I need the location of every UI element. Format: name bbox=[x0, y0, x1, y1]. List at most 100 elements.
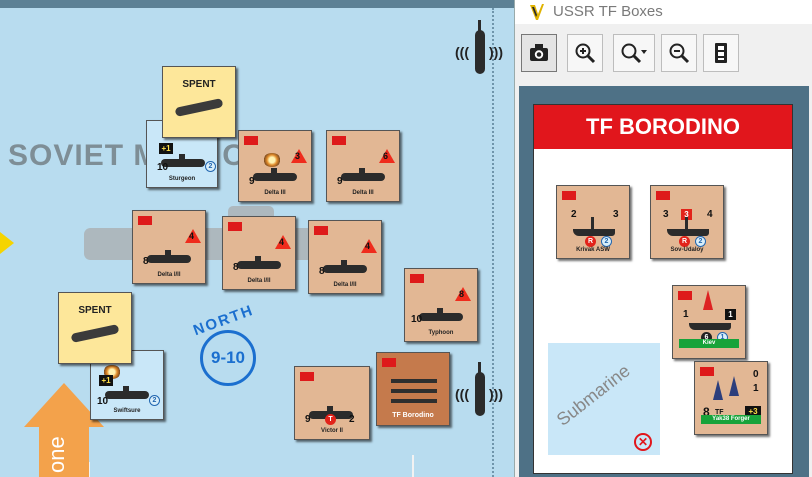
zoom-out-icon bbox=[669, 43, 690, 64]
spent-marker[interactable]: SPENT bbox=[58, 292, 132, 364]
soviet-flag-icon bbox=[138, 216, 152, 225]
submarine-zone[interactable]: Submarine ✕ bbox=[548, 343, 660, 455]
counter-victor-ii[interactable]: 9 T 2 Victor II bbox=[294, 366, 370, 440]
camera-button[interactable] bbox=[521, 34, 557, 72]
aircraft-icon bbox=[729, 376, 739, 396]
strike-triangle: 3 bbox=[291, 149, 307, 163]
air-defense-value: 1 bbox=[753, 383, 759, 394]
strike-value: 4 bbox=[279, 237, 285, 247]
counter-sov-udaloy[interactable]: 3 3 4 R 2 Sov-Udaloy bbox=[650, 185, 724, 259]
counter-tf-borodino[interactable]: TF Borodino bbox=[376, 352, 450, 426]
soviet-flag-icon bbox=[410, 274, 424, 283]
counter-name: Delta I/II bbox=[157, 272, 181, 278]
window-title: USSR TF Boxes bbox=[553, 3, 663, 20]
tf-box-panel[interactable]: TF BORODINO 2 3 R 2 Krivak ASW 3 3 bbox=[533, 104, 793, 474]
submarine-icon bbox=[341, 168, 385, 181]
attack-value: 3 bbox=[663, 209, 669, 220]
soviet-flag-icon bbox=[314, 226, 328, 235]
submarine-icon bbox=[253, 168, 297, 181]
counter-name: Delta III bbox=[264, 190, 286, 196]
strike-value: 4 bbox=[189, 231, 195, 241]
missile-square: 1 bbox=[725, 309, 736, 320]
soviet-flag-icon bbox=[656, 191, 670, 200]
zoom-in-button[interactable] bbox=[567, 34, 603, 72]
strike-triangle: 4 bbox=[185, 229, 201, 243]
zoom-out-button[interactable] bbox=[661, 34, 697, 72]
air-attack-value: 0 bbox=[753, 369, 759, 380]
aircraft-circle: 6 bbox=[701, 332, 712, 343]
counter-stack-icon bbox=[715, 43, 727, 63]
submarine-icon bbox=[70, 324, 120, 343]
counter-delta-i-ii[interactable]: 4 8 Delta I/II bbox=[222, 216, 296, 290]
ship-icon bbox=[689, 323, 731, 330]
map-marker-line bbox=[412, 455, 414, 477]
submarine-icon bbox=[161, 154, 205, 167]
soviet-flag-icon bbox=[332, 136, 346, 145]
defense-value: 2 bbox=[349, 414, 355, 425]
submarine-icon bbox=[174, 98, 224, 117]
counter-name: Sov-Udaloy bbox=[670, 247, 704, 253]
zoom-in-icon bbox=[575, 43, 596, 64]
app-logo-icon bbox=[530, 4, 544, 20]
game-map[interactable]: SOVIET M BA ON ((( ))) ((( ))) NORTH 9-1… bbox=[0, 0, 514, 477]
counter-name: Victor II bbox=[321, 428, 343, 434]
ship-icon bbox=[391, 389, 437, 393]
soviet-flag-icon bbox=[678, 291, 692, 300]
strike-triangle: 8 bbox=[455, 287, 471, 301]
counter-name: Typhoon bbox=[428, 330, 454, 336]
submarine-zone-label: Submarine bbox=[552, 360, 634, 430]
tf-box-header: TF BORODINO bbox=[534, 105, 792, 149]
counter-delta-i-ii[interactable]: 4 8 Delta I/II bbox=[308, 220, 382, 294]
attack-value: 2 bbox=[571, 209, 577, 220]
spent-marker[interactable]: SPENT bbox=[162, 66, 236, 138]
counter-krivak-asw[interactable]: 2 3 R 2 Krivak ASW bbox=[556, 185, 630, 259]
counter-delta-i-ii[interactable]: 4 8 Delta I/II bbox=[132, 210, 206, 284]
counter-name: TF Borodino bbox=[392, 412, 434, 419]
sonar-wave-left: ((( bbox=[455, 44, 469, 60]
no-submarine-icon: ✕ bbox=[634, 433, 652, 451]
counter-name: Delta I/II bbox=[333, 282, 357, 288]
submarine-icon bbox=[237, 256, 281, 269]
attack-value: 8 bbox=[143, 256, 149, 267]
soviet-flag-icon bbox=[700, 367, 714, 376]
strike-value: 3 bbox=[295, 151, 301, 161]
window-titlebar[interactable]: USSR TF Boxes bbox=[515, 0, 812, 24]
ship-icon bbox=[667, 229, 709, 236]
counter-typhoon[interactable]: 8 10 Typhoon bbox=[404, 268, 478, 342]
strike-value: 4 bbox=[365, 241, 371, 251]
attack-value: 9 bbox=[249, 176, 255, 187]
radar-circle: R bbox=[679, 236, 690, 247]
yellow-arrow-icon bbox=[0, 232, 14, 254]
sonar-buoy-icon: ((( ))) bbox=[455, 362, 507, 420]
compass-value: 9-10 bbox=[200, 330, 256, 386]
missile-square: 3 bbox=[681, 209, 692, 220]
counter-name: Sturgeon bbox=[168, 176, 196, 182]
counter-stack-button[interactable] bbox=[703, 34, 739, 72]
ship-mast-icon bbox=[591, 217, 594, 229]
arrow-text: one bbox=[44, 436, 69, 473]
aircraft-icon bbox=[703, 290, 713, 310]
camera-icon bbox=[530, 44, 548, 61]
attack-value: 9 bbox=[305, 414, 311, 425]
counter-delta-iii[interactable]: 3 9 Delta III bbox=[238, 130, 312, 202]
soviet-flag-icon bbox=[382, 358, 396, 367]
submarine-icon bbox=[323, 260, 367, 273]
counter-name: Delta I/II bbox=[247, 278, 271, 284]
counter-delta-iii[interactable]: 6 9 Delta III bbox=[326, 130, 400, 202]
attack-value: 8 bbox=[703, 405, 710, 419]
tf-box-area: TF BORODINO 2 3 R 2 Krivak ASW 3 3 bbox=[519, 86, 809, 477]
counter-yak38-forger[interactable]: 0 1 8 TF +3 Yak38 Forger bbox=[694, 361, 768, 435]
spent-label: SPENT bbox=[78, 305, 112, 316]
aircraft-icon bbox=[713, 380, 723, 400]
attack-value: 9 bbox=[337, 176, 343, 187]
strike-triangle: 4 bbox=[275, 235, 291, 249]
defense-circle: 2 bbox=[149, 395, 160, 406]
ship-icon bbox=[573, 229, 615, 236]
map-marker-line bbox=[88, 462, 90, 477]
ship-icon bbox=[391, 379, 437, 383]
strike-triangle: 4 bbox=[361, 239, 377, 253]
zoom-menu-button[interactable] bbox=[613, 34, 655, 72]
submarine-icon bbox=[105, 386, 149, 399]
counter-name: Krivak ASW bbox=[576, 247, 610, 253]
counter-kiev[interactable]: 1 1 6 1 Kiev bbox=[672, 285, 746, 359]
